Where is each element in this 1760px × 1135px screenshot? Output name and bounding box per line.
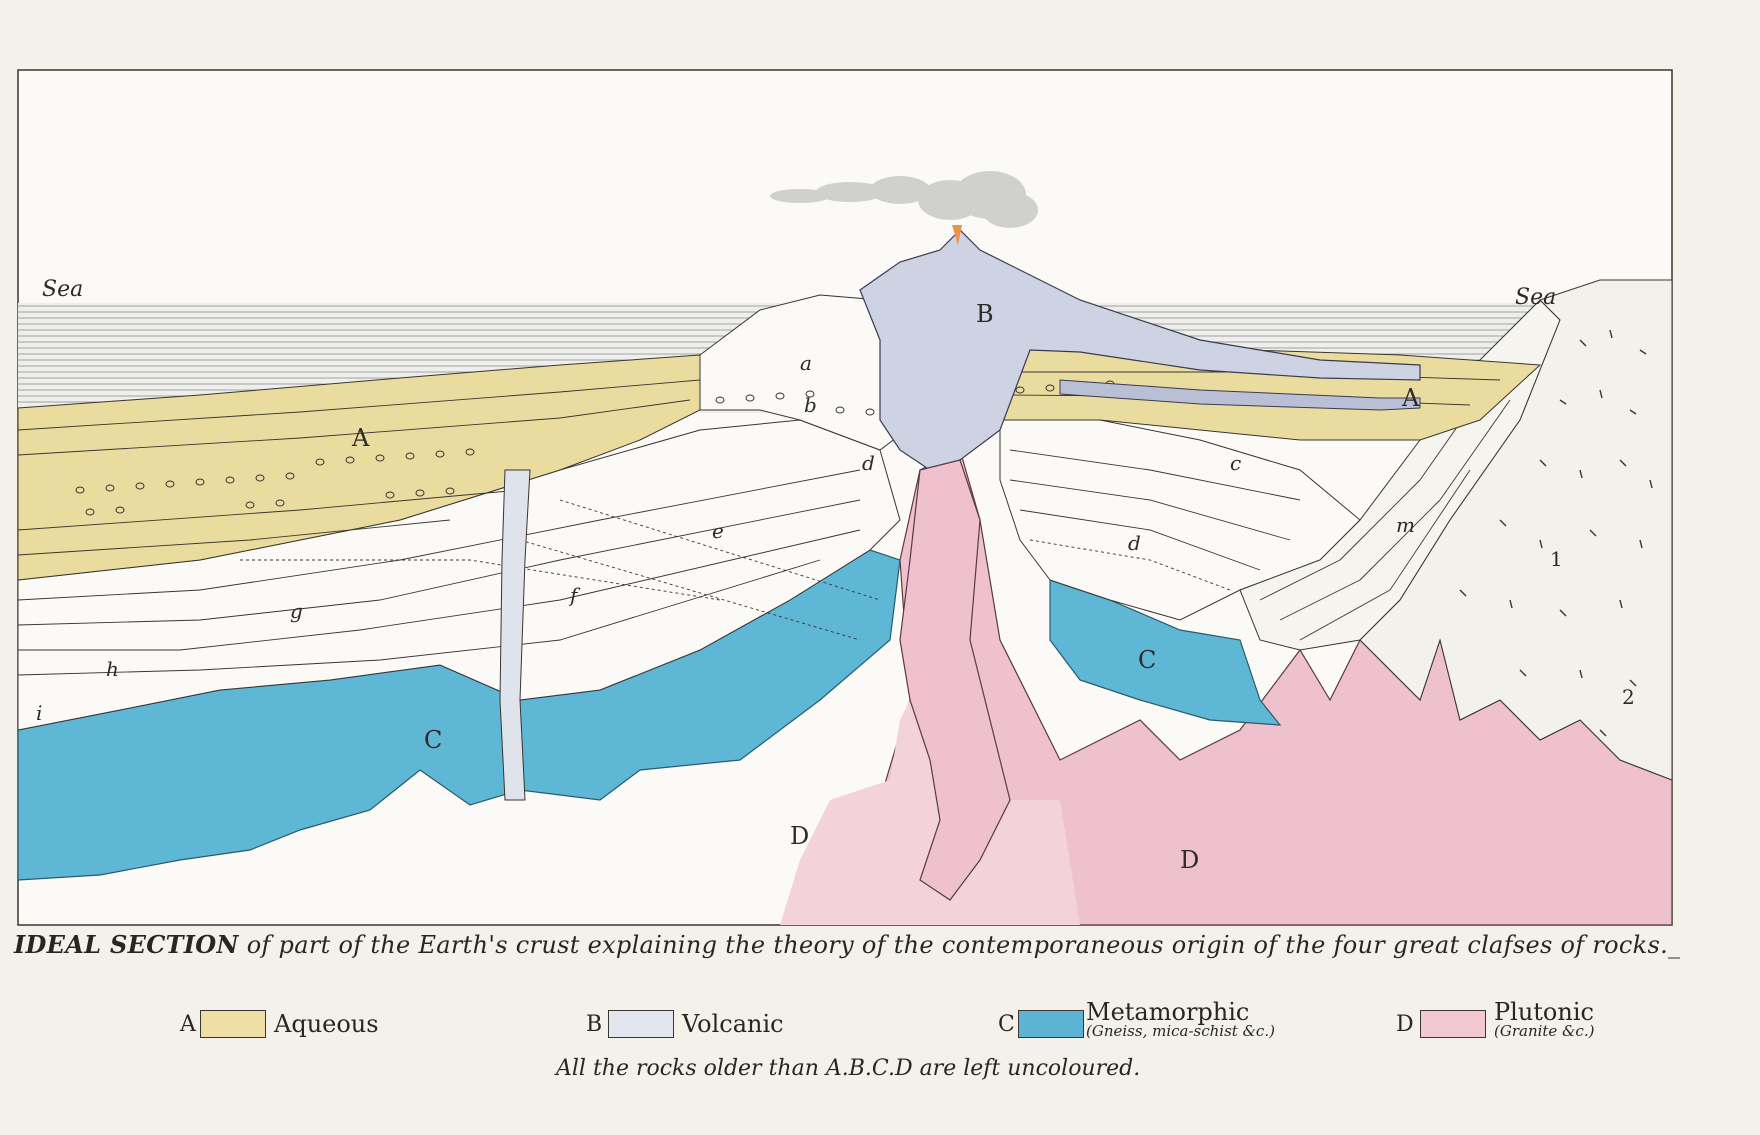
label-a-small: a xyxy=(800,351,812,375)
caption-lead: IDEAL SECTION xyxy=(14,930,239,959)
label-a-left: A xyxy=(351,424,370,452)
label-2: 2 xyxy=(1622,685,1635,709)
label-1: 1 xyxy=(1550,547,1563,571)
legend-sub-plutonic: (Granite &c.) xyxy=(1494,1022,1594,1040)
legend-key-b: B xyxy=(586,1012,602,1037)
label-m: m xyxy=(1396,513,1415,537)
label-c-right: C xyxy=(1138,646,1156,674)
legend-swatch-metamorphic xyxy=(1018,1010,1084,1038)
label-d-right: D xyxy=(1180,846,1199,874)
label-c-left: C xyxy=(424,726,442,754)
label-c-small: c xyxy=(1230,451,1241,475)
label-g: g xyxy=(290,599,303,623)
legend-aqueous: A Aqueous xyxy=(180,1002,420,1042)
legend-name-volcanic: Volcanic xyxy=(682,1010,784,1038)
legend-swatch-plutonic xyxy=(1420,1010,1486,1038)
legend-note: All the rocks older than A.B.C.D are lef… xyxy=(556,1056,1256,1081)
legend-name-aqueous: Aqueous xyxy=(274,1010,379,1038)
label-sea-right: Sea xyxy=(1515,285,1556,310)
label-d-left: D xyxy=(790,822,809,850)
label-e: e xyxy=(712,519,724,543)
legend-key-a: A xyxy=(180,1012,196,1037)
label-sea-left: Sea xyxy=(42,277,83,302)
label-b: B xyxy=(976,300,994,328)
label-d-small-right: d xyxy=(1128,531,1141,555)
legend-metamorphic: C Metamorphic (Gneiss, mica-schist &c.) xyxy=(998,1002,1298,1042)
legend-sub-metamorphic: (Gneiss, mica-schist &c.) xyxy=(1086,1022,1275,1040)
caption-text: of part of the Earth's crust explaining … xyxy=(247,931,1681,959)
legend-swatch-aqueous xyxy=(200,1010,266,1038)
legend-plutonic: D Plutonic (Granite &c.) xyxy=(1396,1002,1636,1042)
label-d-small-left: d xyxy=(862,451,875,475)
label-b-small: b xyxy=(804,393,817,417)
label-h: h xyxy=(106,657,119,681)
legend-key-d: D xyxy=(1396,1012,1414,1037)
figure-caption: IDEAL SECTION of part of the Earth's cru… xyxy=(14,930,1754,959)
label-i: i xyxy=(36,701,42,725)
label-a-right: A xyxy=(1401,384,1420,412)
legend-swatch-volcanic xyxy=(608,1010,674,1038)
legend-key-c: C xyxy=(998,1012,1015,1037)
legend-volcanic: B Volcanic xyxy=(586,1002,826,1042)
